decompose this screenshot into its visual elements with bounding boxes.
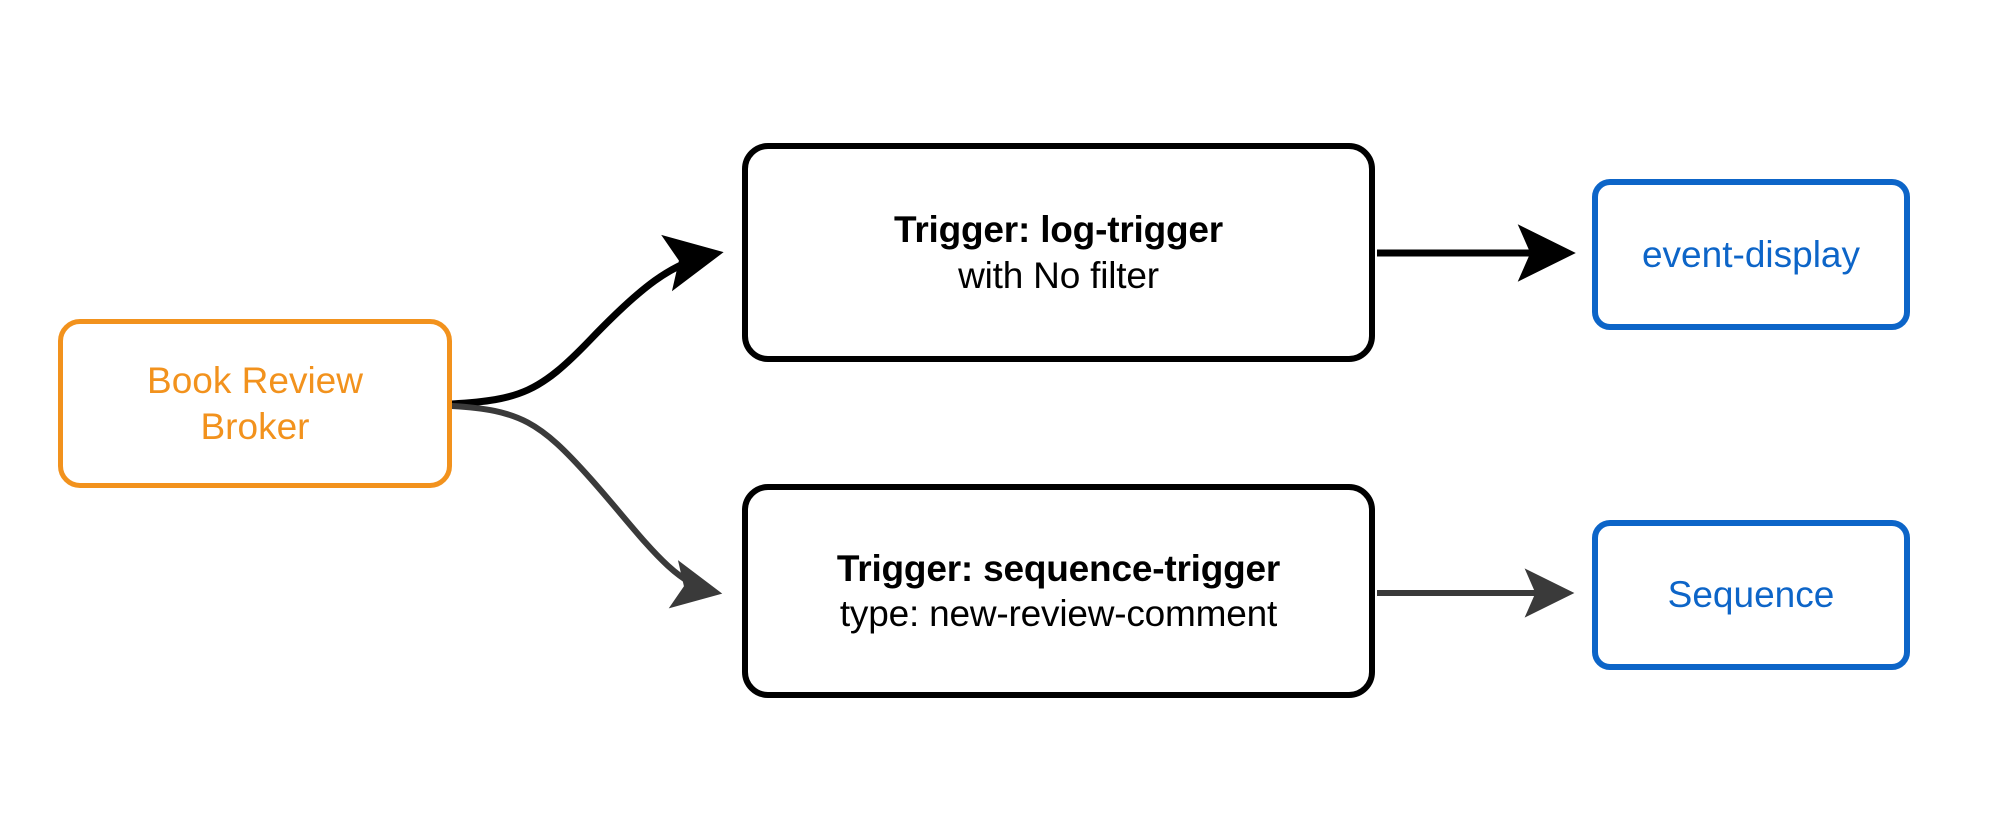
destination-label: Sequence (1667, 574, 1835, 616)
broker-label-line-2: Broker (200, 405, 310, 447)
edge-broker-to-sequence-trigger (449, 403, 723, 609)
node-book-review-broker[interactable]: Book Review Broker (58, 319, 452, 488)
node-trigger-log-trigger[interactable]: Trigger: log-trigger with No filter (742, 143, 1375, 362)
trigger-title: Trigger: log-trigger (893, 209, 1223, 251)
node-event-display[interactable]: event-display (1592, 179, 1910, 330)
trigger-subtitle: type: new-review-comment (839, 593, 1278, 634)
edge-broker-to-log-trigger (448, 234, 724, 408)
trigger-subtitle: with No filter (958, 254, 1159, 296)
broker-label-line-1: Book Review (147, 360, 363, 402)
node-sequence[interactable]: Sequence (1592, 520, 1910, 670)
node-trigger-sequence-trigger[interactable]: Trigger: sequence-trigger type: new-revi… (742, 484, 1375, 698)
trigger-title: Trigger: sequence-trigger (836, 547, 1281, 589)
destination-label: event-display (1641, 233, 1860, 275)
